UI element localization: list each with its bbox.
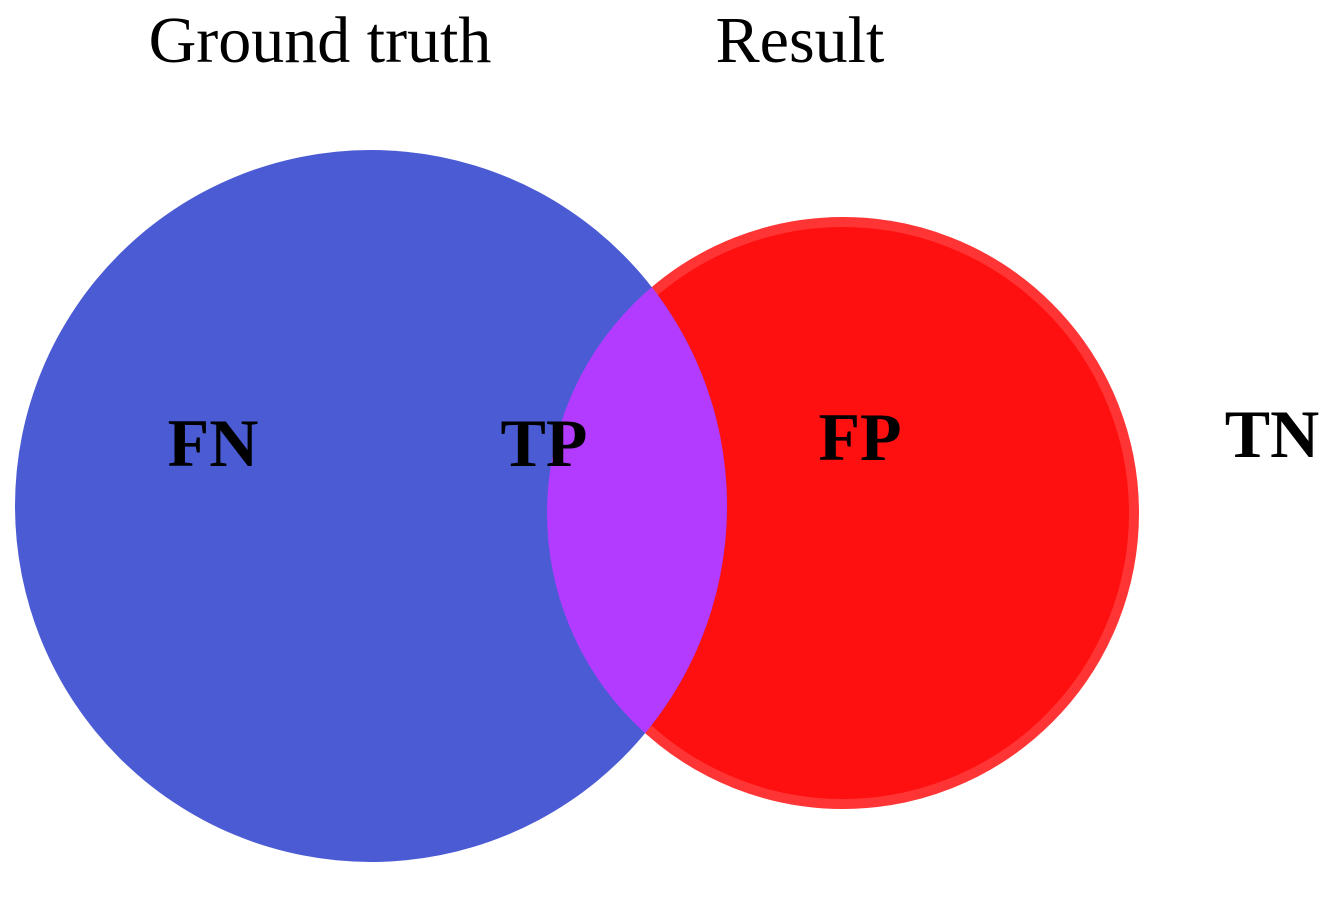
fp-label: FP (818, 399, 901, 475)
ground-truth-title: Ground truth (149, 4, 492, 77)
fn-label: FN (168, 405, 259, 481)
result-title: Result (716, 4, 885, 77)
ground-truth-circle (15, 150, 727, 862)
tn-label: TN (1225, 396, 1319, 472)
tp-label: TP (501, 405, 588, 481)
